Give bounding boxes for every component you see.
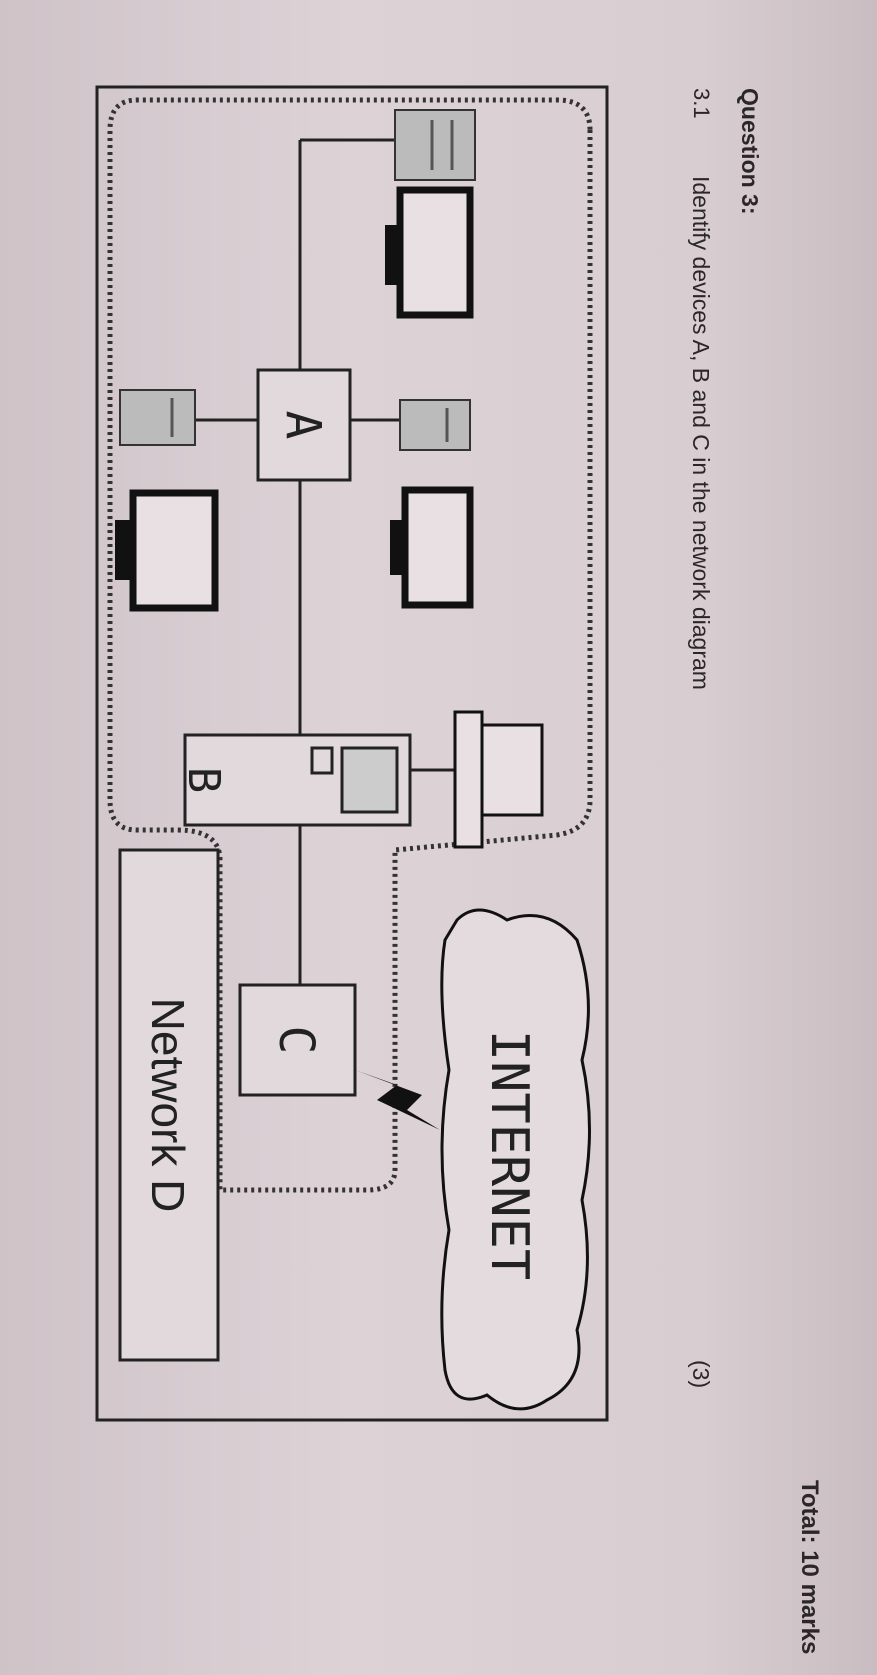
device-a-box: A	[256, 368, 352, 482]
diagram-frame	[95, 85, 609, 1422]
monitor-icon	[390, 486, 474, 609]
device-a-label: A	[275, 411, 331, 440]
monitor-icon	[385, 186, 474, 319]
server-icon	[399, 399, 471, 451]
printer-icon	[453, 710, 544, 849]
monitor-icon	[115, 489, 219, 612]
device-c-label: C	[268, 1026, 324, 1055]
wireless-link-icon	[355, 1070, 440, 1130]
internet-label: INTERNET	[479, 1030, 539, 1280]
device-b-box: B	[178, 733, 412, 827]
internet-cloud: INTERNET	[440, 908, 591, 1411]
server-icon	[119, 389, 196, 446]
network-d-label: Network D	[142, 998, 194, 1213]
server-icon	[394, 109, 476, 181]
network-d-box: Network D	[118, 848, 220, 1362]
cables	[195, 138, 455, 985]
network-boundary-dotted	[107, 97, 593, 1193]
device-b-label: B	[178, 767, 229, 794]
device-c-box: C	[238, 983, 357, 1097]
